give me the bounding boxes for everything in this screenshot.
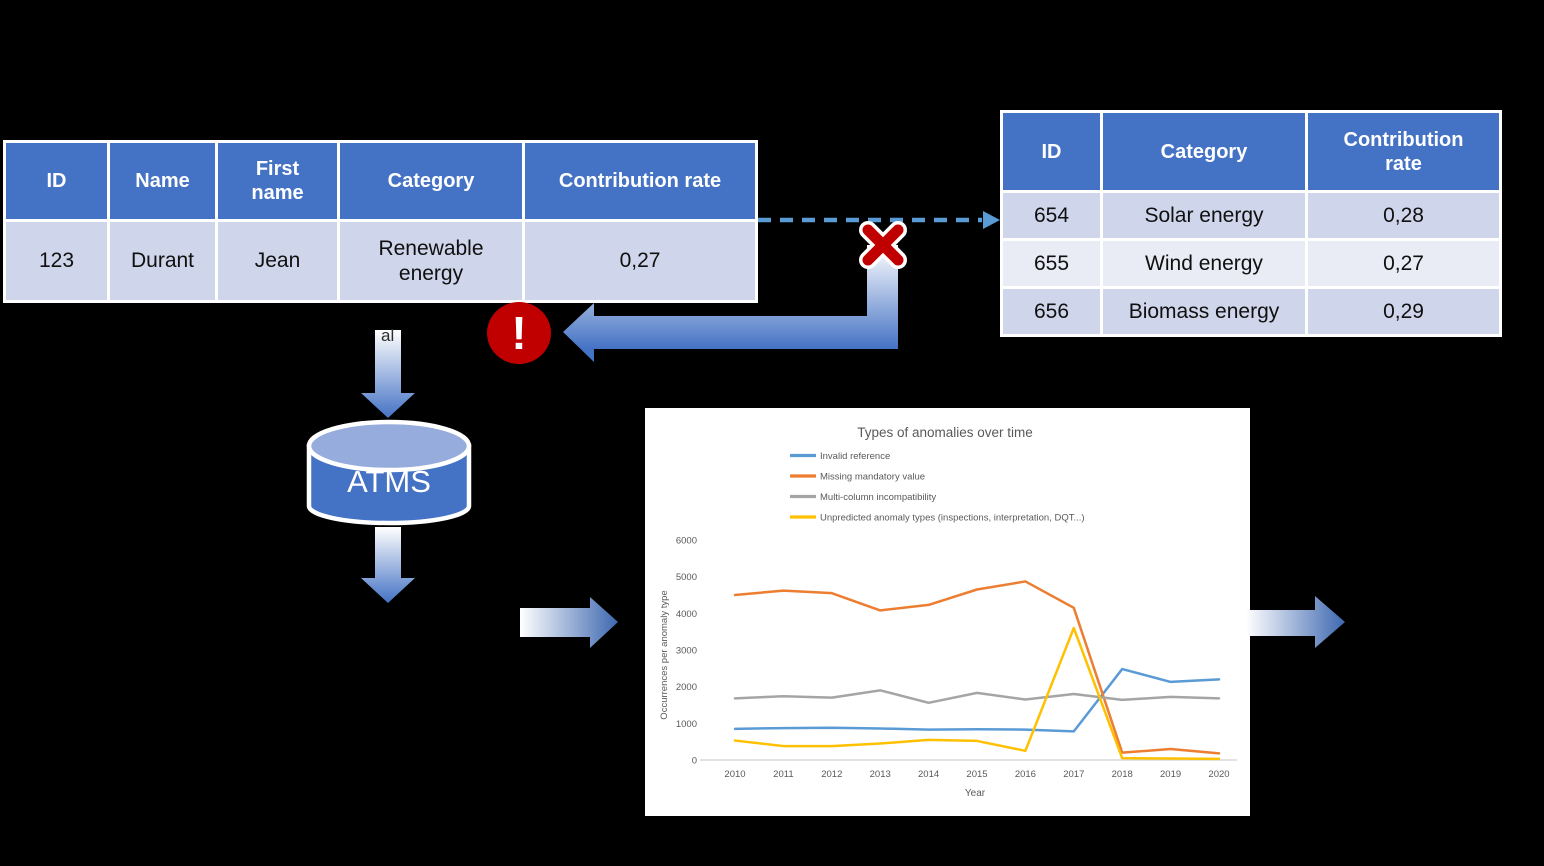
- cell-id: 123: [3, 219, 110, 303]
- reference-category-table: ID Category Contribution rate 654 Solar …: [1000, 110, 1502, 337]
- series-line-1: [733, 580, 1221, 755]
- column-header-id: ID: [3, 140, 110, 222]
- cell-contribution-rate: 0,29: [1305, 286, 1502, 337]
- table-row: 655 Wind energy 0,27: [1000, 238, 1502, 289]
- y-tick-label: 1000: [676, 719, 697, 730]
- right-arrow-into-chart-icon: [520, 597, 618, 648]
- x-tick-label: 2015: [966, 769, 987, 780]
- y-axis-title: Occurrences per anomaly type: [659, 590, 670, 719]
- column-header-id: ID: [1000, 110, 1103, 193]
- chart-title: Types of anomalies over time: [857, 425, 1033, 440]
- x-tick-label: 2010: [724, 769, 745, 780]
- y-tick-label: 0: [692, 756, 697, 767]
- bent-return-arrow-icon: [563, 245, 898, 362]
- legend-label-2: Multi-column incompatibility: [820, 492, 936, 503]
- table-header-row: ID Category Contribution rate: [1000, 110, 1502, 193]
- series-line-2: [733, 689, 1221, 705]
- y-tick-label: 5000: [676, 572, 697, 583]
- cell-id: 656: [1000, 286, 1103, 337]
- y-tick-label: 4000: [676, 609, 697, 620]
- x-axis-title: Year: [965, 788, 986, 799]
- clipped-label-fragment: al: [381, 326, 395, 345]
- table-row: 656 Biomass energy 0,29: [1000, 286, 1502, 337]
- x-tick-label: 2011: [773, 769, 793, 780]
- cell-name: Durant: [107, 219, 218, 303]
- atms-database-cylinder: ATMS: [306, 419, 472, 526]
- y-tick-label: 2000: [676, 682, 697, 693]
- y-tick-label: 3000: [676, 646, 697, 657]
- cell-contribution-rate: 0,28: [1305, 190, 1502, 241]
- x-tick-label: 2018: [1112, 769, 1133, 780]
- x-tick-label: 2013: [870, 769, 891, 780]
- column-header-category: Category: [1100, 110, 1308, 193]
- cell-category: Solar energy: [1100, 190, 1308, 241]
- x-tick-label: 2020: [1208, 769, 1229, 780]
- cell-id: 654: [1000, 190, 1103, 241]
- dashed-lookup-arrow-icon: [758, 211, 1000, 229]
- x-tick-label: 2016: [1015, 769, 1036, 780]
- x-tick-label: 2014: [918, 769, 939, 780]
- cell-category: Wind energy: [1100, 238, 1308, 289]
- legend-label-1: Missing mandatory value: [820, 472, 925, 483]
- y-tick-label: 6000: [676, 536, 697, 547]
- x-tick-label: 2019: [1160, 769, 1181, 780]
- legend-label-0: Invalid reference: [820, 451, 890, 462]
- cell-category: Biomass energy: [1100, 286, 1308, 337]
- column-header-first-name: First name: [215, 140, 340, 222]
- cell-id: 655: [1000, 238, 1103, 289]
- table-row: 123 Durant Jean Renewable energy 0,27: [3, 219, 758, 303]
- column-header-contribution-rate: Contribution rate: [522, 140, 758, 222]
- column-header-contribution-rate: Contribution rate: [1305, 110, 1502, 193]
- table-header-row: ID Name First name Category Contribution…: [3, 140, 758, 222]
- error-exclamation-icon: !: [487, 302, 551, 364]
- down-arrow-to-atms-icon: [361, 330, 415, 418]
- atms-label: ATMS: [347, 464, 431, 499]
- source-record-table: ID Name First name Category Contribution…: [3, 140, 758, 303]
- column-header-category: Category: [337, 140, 525, 222]
- series-line-0: [733, 667, 1221, 733]
- right-arrow-out-of-chart-icon: [1246, 596, 1345, 648]
- column-header-name: Name: [107, 140, 218, 222]
- table-row: 654 Solar energy 0,28: [1000, 190, 1502, 241]
- error-cross-icon: [859, 221, 907, 269]
- cell-contribution-rate: 0,27: [1305, 238, 1502, 289]
- x-tick-label: 2012: [821, 769, 842, 780]
- cell-category: Renewable energy: [337, 219, 525, 303]
- down-arrow-from-atms-icon: [361, 527, 415, 603]
- series-line-3: [733, 626, 1221, 761]
- cell-first-name: Jean: [215, 219, 340, 303]
- x-tick-label: 2017: [1063, 769, 1084, 780]
- legend-label-3: Unpredicted anomaly types (inspections, …: [820, 513, 1085, 524]
- cell-contribution-rate: 0,27: [522, 219, 758, 303]
